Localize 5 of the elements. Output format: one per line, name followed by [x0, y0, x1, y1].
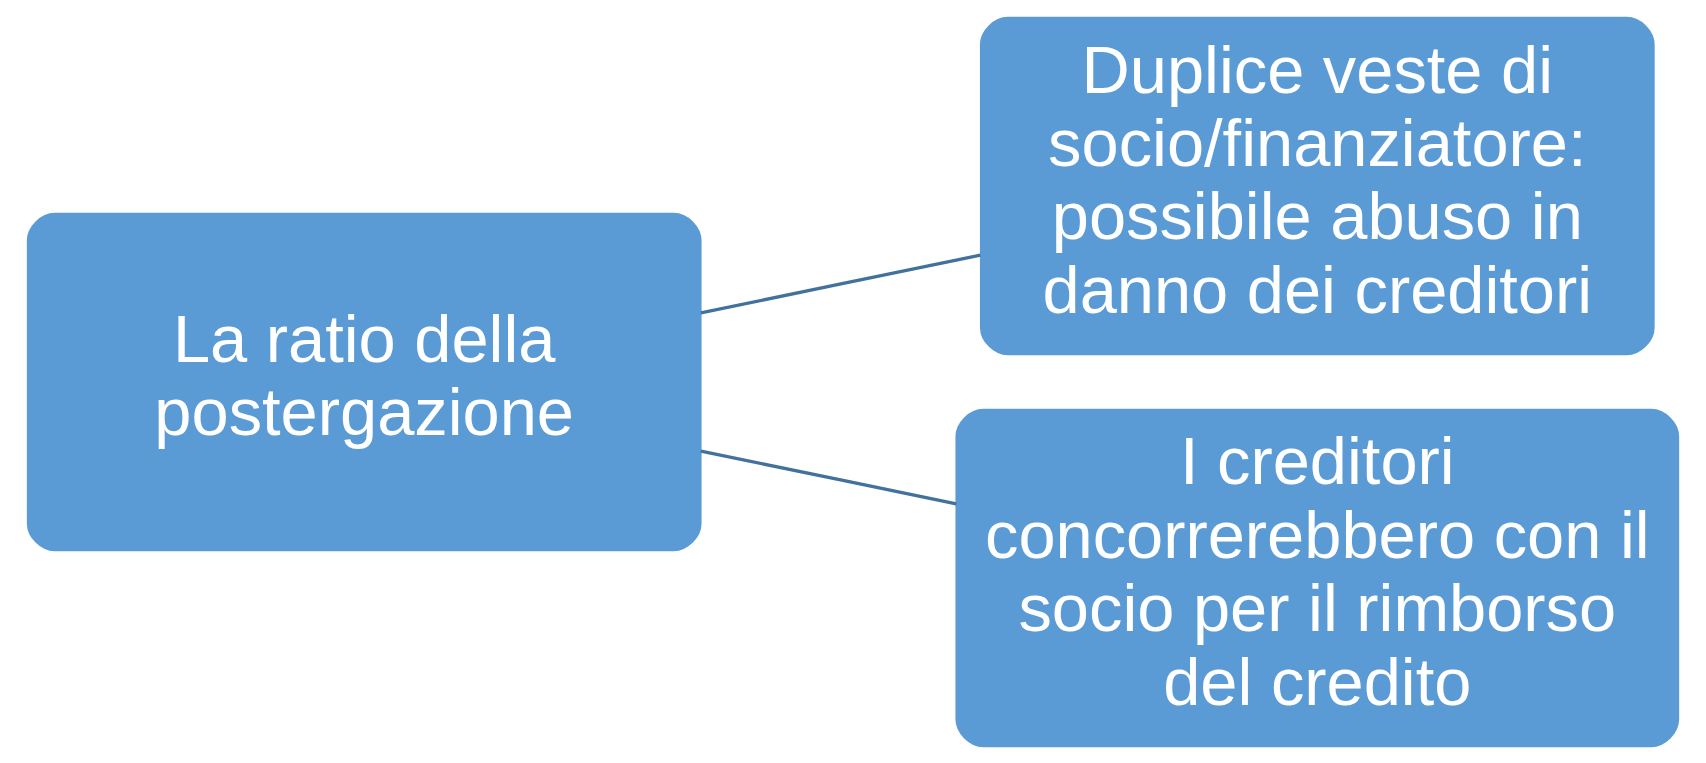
node-box: Duplice veste di socio/finanziatore: possibile abuso in danno dei creditori: [979, 16, 1655, 355]
node-box: I creditori concorrerebbero con il socio per il rimborso del credito: [955, 408, 1680, 747]
connector: [700, 448, 957, 505]
connector: [700, 253, 981, 315]
node-box: La ratio della postergazione: [26, 212, 702, 551]
